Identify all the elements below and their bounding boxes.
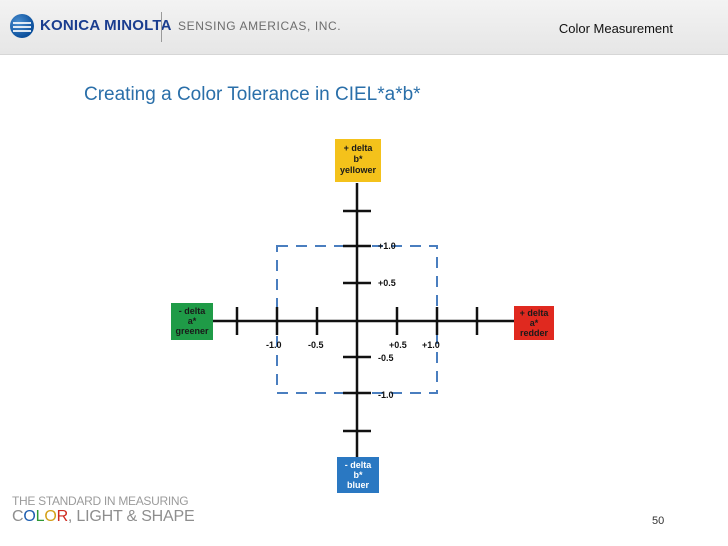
tagline-letter-o: O [23,508,36,525]
label-b-plus-05: +0.5 [378,278,396,288]
section-label: Color Measurement [558,21,673,36]
yellower-box: + delta b* yellower [335,139,381,182]
yellower-line-1: + delta [344,143,374,153]
redder-line-1: + delta [520,308,550,318]
bluer-box-fill [337,457,379,493]
footer-tagline-line1: THE STANDARD IN MEASURING [12,494,189,508]
a-axis-ticks [235,307,479,335]
label-a-plus-05: +0.5 [389,340,407,350]
label-a-plus-1: +1.0 [422,340,440,350]
greener-line-3: greener [175,326,209,336]
label-b-minus-1: -1.0 [378,390,394,400]
redder-line-3: redder [520,328,549,338]
konica-minolta-logo-icon [10,14,34,38]
yellower-line-3: yellower [340,165,377,175]
yellower-line-2: b* [354,154,363,164]
label-a-minus-1: -1.0 [266,340,282,350]
b-axis-ticks [343,209,371,433]
greener-line-2: a* [188,316,197,326]
footer-tagline-line2: COLOR, LIGHT & SHAPE [12,508,195,526]
label-a-minus-05: -0.5 [308,340,324,350]
tagline-letter-r: R [56,508,69,525]
bluer-box: - delta b* bluer [337,457,379,493]
label-b-minus-05: -0.5 [378,353,394,363]
yellower-box-fill [335,139,381,182]
header-divider [161,12,162,42]
page-number: 50 [652,515,665,527]
label-b-plus-1: +1.0 [378,241,396,251]
redder-box-fill [514,306,554,340]
sub-brand-name: SENSING AMERICAS, INC. [178,19,342,33]
bluer-line-2: b* [354,470,363,480]
slide-title: Creating a Color Tolerance in CIEL*a*b* [84,84,421,105]
redder-line-2: a* [530,318,539,328]
bluer-line-1: - delta [345,460,372,470]
redder-box: + delta a* redder [514,306,554,340]
tagline-letter-l: L [35,508,45,525]
greener-box: - delta a* greener [171,303,213,340]
tagline-letter-o2: O [44,508,57,525]
bluer-line-3: bluer [347,480,370,490]
greener-box-fill [171,303,213,340]
tagline-letter-c: C [12,508,24,525]
greener-line-1: - delta [179,306,206,316]
brand-name: KONICA MINOLTA [40,17,172,34]
header-bar: KONICA MINOLTA SENSING AMERICAS, INC. Co… [0,0,728,55]
tagline-rest: , LIGHT & SHAPE [67,508,195,525]
